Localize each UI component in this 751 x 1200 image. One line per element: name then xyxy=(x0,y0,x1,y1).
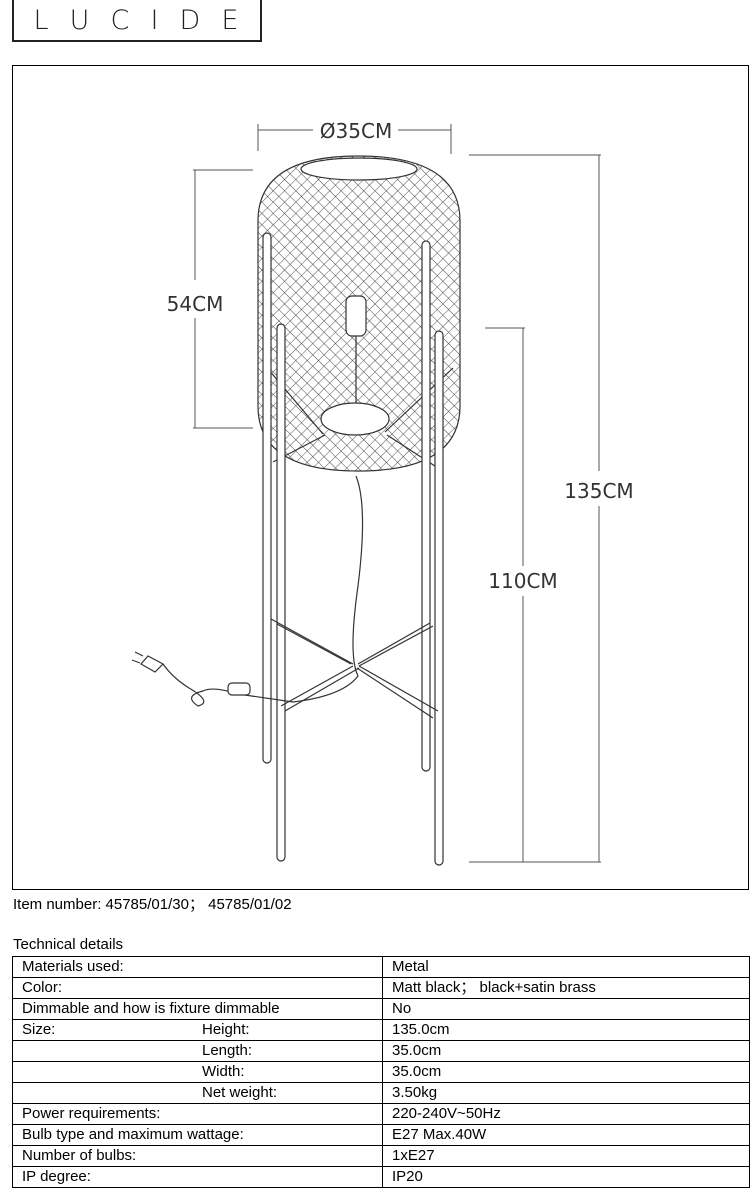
logo-letter: I xyxy=(150,4,161,36)
spec-value: Matt black； black+satin brass xyxy=(382,977,750,999)
spec-label: Power requirements: xyxy=(12,1103,383,1125)
spec-label: Size:Height: xyxy=(12,1019,383,1041)
technical-details-heading: Technical details xyxy=(13,936,124,953)
table-row: Dimmable and how is fixture dimmable No xyxy=(12,998,750,1020)
table-row: Materials used: Metal xyxy=(12,956,750,978)
spec-value: 35.0cm xyxy=(382,1040,750,1062)
item-number: Item number: 45785/01/30； 45785/01/02 xyxy=(13,896,292,913)
table-row: Size:Height: 135.0cm xyxy=(12,1019,750,1041)
dimension-leg-height: 110CM xyxy=(485,327,558,862)
dimension-leg-height-label: 110CM xyxy=(488,569,557,593)
lamp-cross-brace xyxy=(270,618,439,719)
table-row: Length: 35.0cm xyxy=(12,1040,750,1062)
dimension-total-height-label: 135CM xyxy=(564,479,633,503)
spec-value: 35.0cm xyxy=(382,1061,750,1083)
spec-label: Number of bulbs: xyxy=(12,1145,383,1167)
spec-label: Net weight: xyxy=(12,1082,383,1104)
spec-value: 135.0cm xyxy=(382,1019,750,1041)
logo-letter: E xyxy=(221,4,241,36)
spec-label: Color: xyxy=(12,977,383,999)
brand-logo: L U C I D E xyxy=(12,0,262,42)
spec-label: Bulb type and maximum wattage: xyxy=(12,1124,383,1146)
technical-details-table: Materials used: Metal Color: Matt black；… xyxy=(12,956,750,1188)
table-row: Color: Matt black； black+satin brass xyxy=(12,977,750,999)
table-row: IP degree: IP20 xyxy=(12,1166,750,1188)
dimension-shade-height-label: 54CM xyxy=(167,292,224,316)
table-row: Net weight: 3.50kg xyxy=(12,1082,750,1104)
table-row: Power requirements: 220-240V~50Hz xyxy=(12,1103,750,1125)
spec-label: Length: xyxy=(12,1040,383,1062)
dimension-diameter: Ø35CM xyxy=(257,119,452,154)
spec-value: E27 Max.40W xyxy=(382,1124,750,1146)
spec-label: Width: xyxy=(12,1061,383,1083)
product-drawing-frame: Ø35CM 54CM 135CM 110CM xyxy=(12,65,749,890)
spec-label: IP degree: xyxy=(12,1166,383,1188)
spec-value: Metal xyxy=(382,956,750,978)
spec-value: 220-240V~50Hz xyxy=(382,1103,750,1125)
spec-value: No xyxy=(382,998,750,1020)
floor-lamp-line-drawing: Ø35CM 54CM 135CM 110CM xyxy=(131,119,634,866)
spec-value: 3.50kg xyxy=(382,1082,750,1104)
lamp-legs xyxy=(262,232,444,866)
logo-letter: L xyxy=(33,4,51,36)
spec-label: Materials used: xyxy=(12,956,383,978)
table-row: Bulb type and maximum wattage: E27 Max.4… xyxy=(12,1124,750,1146)
spec-value: IP20 xyxy=(382,1166,750,1188)
logo-letter: C xyxy=(110,4,132,36)
power-cable xyxy=(131,475,364,707)
table-row: Number of bulbs: 1xE27 xyxy=(12,1145,750,1167)
dimension-diameter-label: Ø35CM xyxy=(320,119,392,143)
table-row: Width: 35.0cm xyxy=(12,1061,750,1083)
dimension-shade-height: 54CM xyxy=(167,169,253,429)
bulb-holder xyxy=(267,295,454,469)
logo-letter: U xyxy=(69,4,92,36)
dimension-total-height: 135CM xyxy=(469,154,634,863)
spec-value: 1xE27 xyxy=(382,1145,750,1167)
logo-letter: D xyxy=(179,4,203,36)
spec-label: Dimmable and how is fixture dimmable xyxy=(12,998,383,1020)
